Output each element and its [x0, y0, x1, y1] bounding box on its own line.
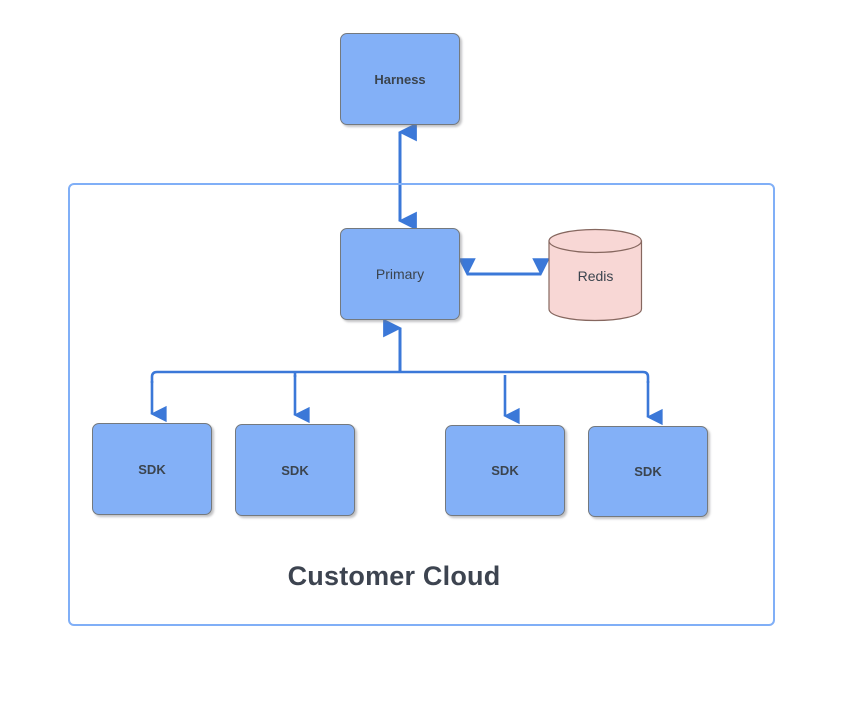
node-primary-label: Primary — [375, 266, 425, 282]
node-sdk-3[interactable]: SDK — [445, 425, 565, 516]
node-redis-label: Redis — [577, 268, 614, 284]
node-sdk-3-label: SDK — [491, 463, 519, 478]
node-sdk-1-label: SDK — [138, 461, 166, 477]
node-sdk-4-label: SDK — [634, 464, 662, 479]
node-redis[interactable]: Redis — [548, 228, 643, 322]
node-sdk-4[interactable]: SDK — [588, 426, 708, 517]
customer-cloud-container — [68, 183, 775, 626]
node-sdk-2-label: SDK — [281, 462, 309, 478]
node-harness-label: Harness — [374, 71, 426, 87]
node-sdk-1[interactable]: SDK — [92, 423, 212, 515]
node-primary[interactable]: Primary — [340, 228, 460, 320]
node-harness[interactable]: Harness — [340, 33, 460, 125]
database-cylinder-icon — [548, 228, 643, 322]
node-sdk-2[interactable]: SDK — [235, 424, 355, 516]
customer-cloud-label: Customer Cloud — [287, 561, 501, 591]
